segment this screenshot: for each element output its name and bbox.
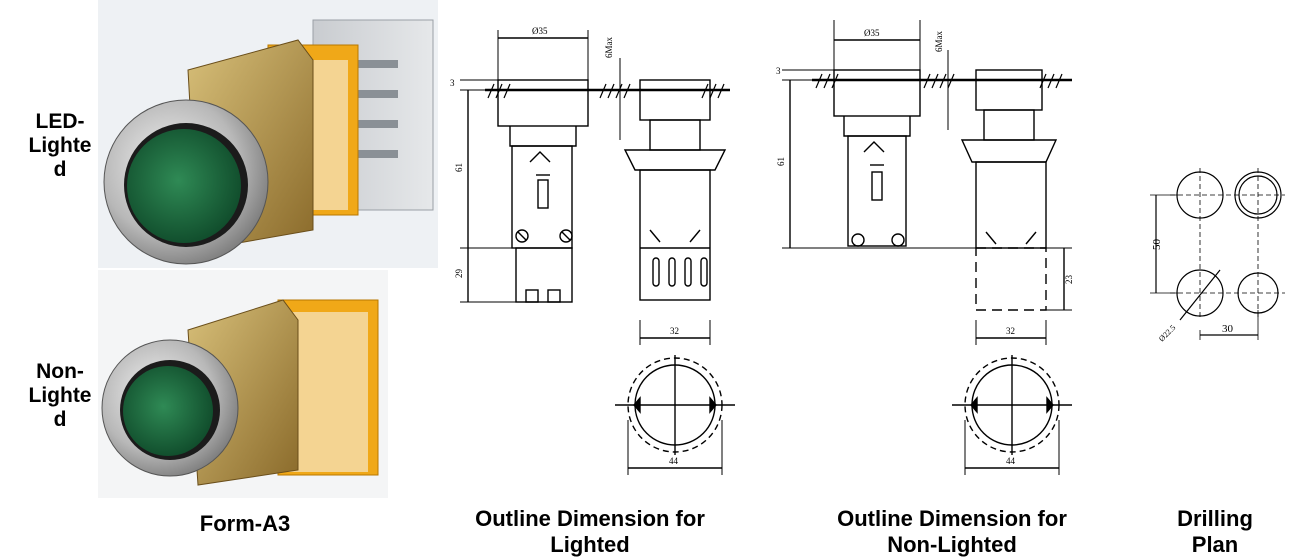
dim-pitch-horizontal: 30 <box>1222 323 1234 335</box>
dim-top-non-lighted: 3 <box>776 66 781 76</box>
led-lighted-photo <box>98 0 438 268</box>
dim-diameter-non-lighted: Ø35 <box>864 28 880 38</box>
non-lighted-photo <box>98 270 388 498</box>
dim-max-lighted: 6Max <box>604 37 614 58</box>
caption-outline-lighted: Outline Dimension for Lighted <box>475 506 705 557</box>
dim-height-lighted: 61 <box>454 163 464 172</box>
dim-diameter-lighted: Ø35 <box>532 26 548 36</box>
dim-height-non-lighted: 61 <box>776 157 786 166</box>
caption-drilling-plan: Drilling Plan <box>1177 506 1253 557</box>
caption-outline-non-lighted: Outline Dimension for Non-Lighted <box>837 506 1067 557</box>
dim-width-non-lighted: 32 <box>1006 326 1015 336</box>
led-lighted-label: LED-Lighted <box>28 110 92 181</box>
dim-lower-lighted: 29 <box>454 269 464 279</box>
dim-hole-diameter: Ø22.5 <box>1157 323 1177 343</box>
dim-pitch-vertical: 50 <box>1151 239 1163 251</box>
outline-drawing-non-lighted: Ø35 6Max 3 61 23 32 44 <box>776 20 1074 475</box>
product-photo-panel <box>98 0 438 498</box>
dim-bezel-lighted: 44 <box>669 456 679 466</box>
dim-lower-non-lighted: 23 <box>1064 275 1074 285</box>
dim-top-lighted: 3 <box>450 78 455 88</box>
non-lighted-label: Non-Lighted <box>28 360 92 431</box>
caption-form-a3: Form-A3 <box>199 511 291 536</box>
outline-drawing-lighted: Ø35 6Max 3 61 29 32 44 <box>450 26 735 475</box>
dim-bezel-non-lighted: 44 <box>1006 456 1016 466</box>
dim-max-non-lighted: 6Max <box>934 31 944 52</box>
drilling-plan-drawing: 50 30 Ø22.5 <box>1150 168 1285 343</box>
dim-width-lighted: 32 <box>670 326 679 336</box>
